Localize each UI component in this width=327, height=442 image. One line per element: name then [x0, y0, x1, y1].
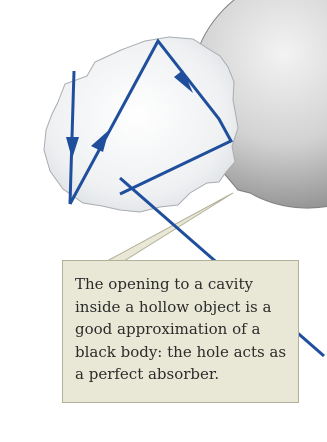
caption-box: The opening to a cavity inside a hollow … [62, 260, 299, 403]
caption-text: The opening to a cavity inside a hollow … [75, 275, 286, 383]
